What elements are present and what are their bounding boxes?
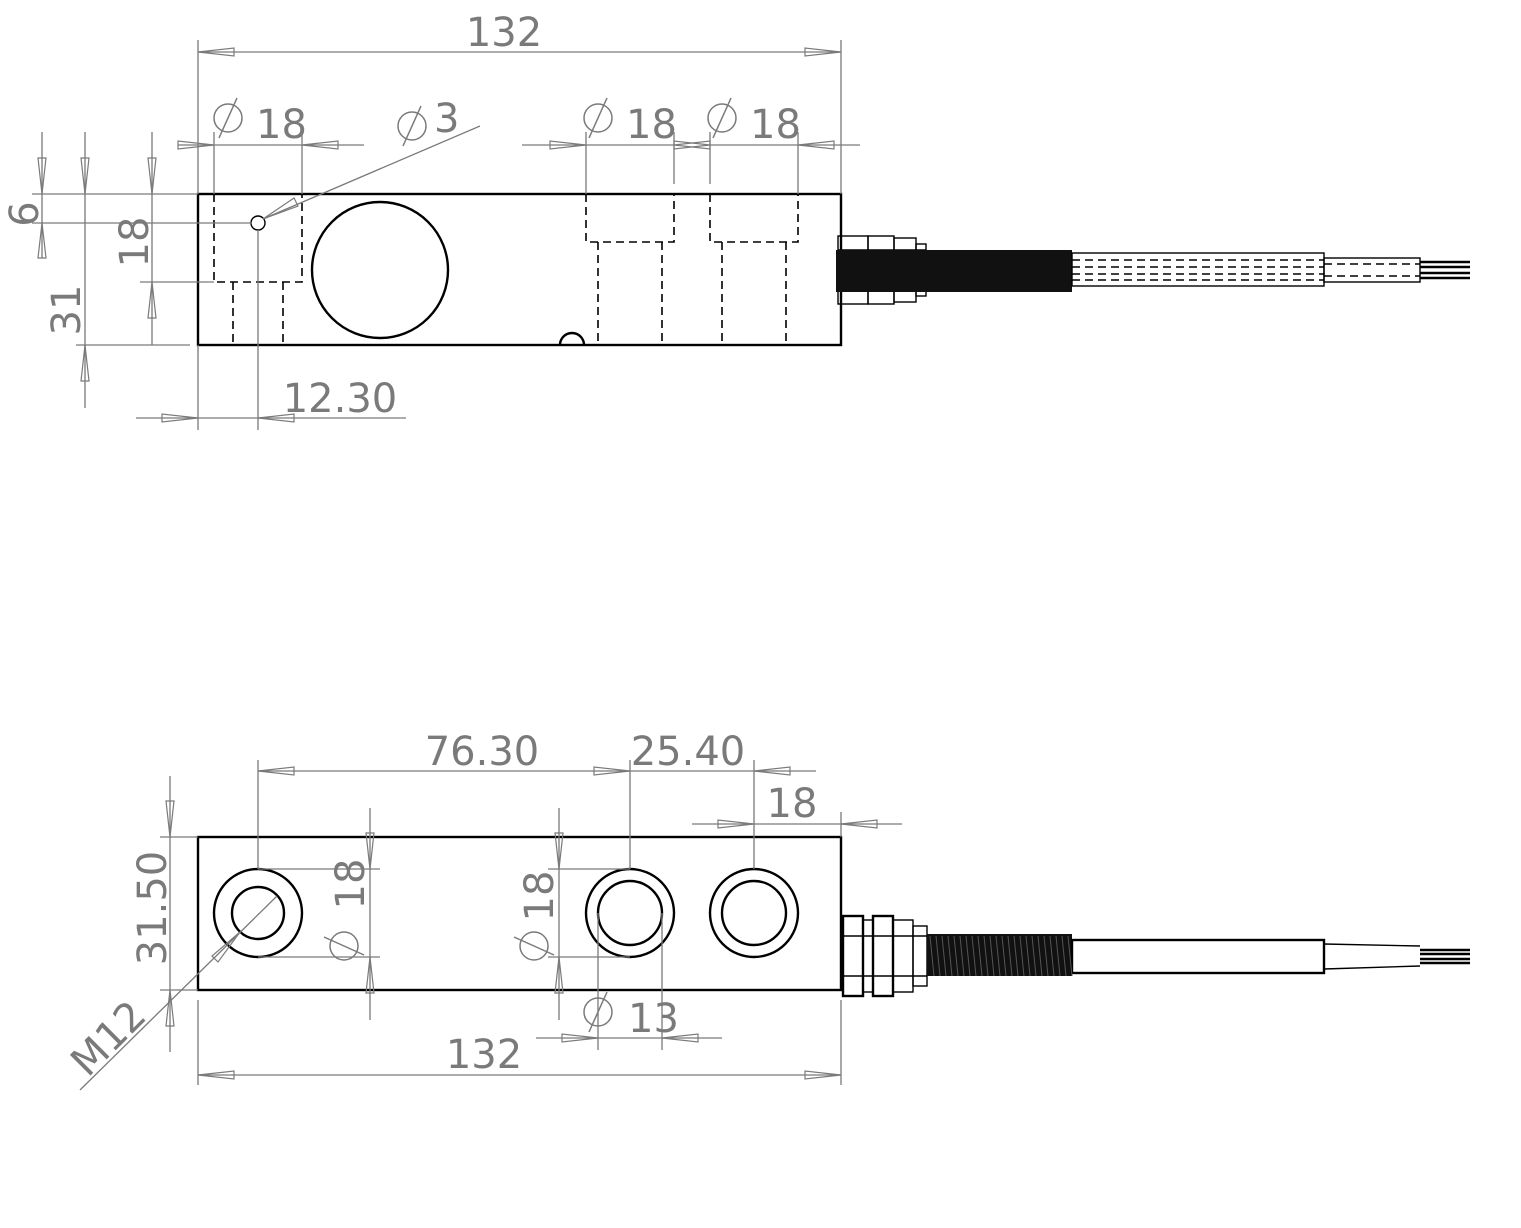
pin-hole-circle (250, 215, 266, 231)
thread-line (1019, 935, 1025, 977)
top-cable-jacket (1071, 252, 1421, 287)
dim-top-pin-hole: 3 (262, 96, 481, 220)
dim-top-pin-hole-text: 3 (434, 96, 459, 142)
thread-line (1007, 935, 1013, 977)
dim-bottom-thread-text: M12 (62, 992, 155, 1085)
thread-line (983, 935, 989, 977)
counterbore-hole-right (708, 867, 800, 959)
thread-line (1067, 935, 1073, 977)
hidden-counterbore-mid (585, 194, 675, 345)
thread-line (995, 935, 1001, 977)
dim-top-hole-mid: 18 (522, 97, 711, 194)
dim-bottom-bore-text: 13 (628, 996, 679, 1042)
dim-top-height-18-text: 18 (112, 217, 158, 268)
dim-top-hole-right-text: 18 (750, 102, 801, 148)
dim-bottom-hole-pitch-text: 25.40 (631, 729, 746, 775)
thread-line (1049, 935, 1055, 977)
dim-top-overall-length-text: 132 (466, 10, 542, 56)
thread-line (959, 935, 965, 977)
diameter-icon (583, 97, 613, 139)
diameter-icon (397, 105, 427, 147)
bottom-cable-jacket (1070, 938, 1326, 975)
dim-top-hole-right: 18 (673, 97, 860, 194)
thread-line (1043, 935, 1049, 977)
thread-line (1031, 935, 1037, 977)
dim-top-height-18: 18 (112, 132, 214, 345)
dim-bottom-bore: 13 (536, 913, 722, 1050)
thread-hatch (929, 935, 1073, 977)
thread-line (971, 935, 977, 977)
bottom-view: 76.30 25.40 18 31.50 (62, 729, 1470, 1091)
top-cable-wires (1420, 260, 1470, 280)
bottom-notch (558, 331, 586, 346)
dim-bottom-height-text: 31.50 (130, 851, 176, 966)
dim-bottom-counterbore-left-text: 18 (328, 859, 374, 910)
thread-line (1061, 935, 1067, 977)
dim-top-overall-length: 132 (197, 10, 842, 194)
dim-bottom-edge-offset-text: 18 (767, 781, 818, 827)
thread-line (953, 935, 959, 977)
dim-bottom-overall-length-text: 132 (446, 1032, 522, 1078)
thread-line (929, 935, 935, 977)
dim-bottom-hole-spacing: 76.30 (257, 729, 631, 869)
thread-line (1013, 935, 1019, 977)
thread-line (1001, 935, 1007, 977)
dim-top-height-31: 31 (44, 132, 190, 408)
dim-bottom-counterbore-left: 18 (258, 808, 380, 1020)
bottom-cable-wires (1323, 943, 1470, 970)
dim-top-hole-left: 18 (177, 97, 364, 194)
dim-bottom-edge-offset: 18 (692, 781, 902, 837)
hidden-counterbore-right (709, 194, 799, 345)
thread-line (1037, 935, 1043, 977)
diameter-icon (513, 931, 555, 961)
dim-top-hole-mid-text: 18 (626, 102, 677, 148)
threaded-hole-left (212, 867, 304, 959)
dim-top-offset: 12.30 (136, 230, 406, 430)
top-view: 132 18 3 18 (2, 10, 1470, 430)
thread-line (947, 935, 953, 977)
counterbore-hole-mid (584, 867, 676, 959)
diameter-icon (213, 97, 243, 139)
diameter-icon (707, 97, 737, 139)
bottom-body-outline (196, 835, 843, 992)
dim-bottom-hole-pitch: 25.40 (630, 729, 816, 869)
dim-top-height-6: 6 (2, 132, 252, 259)
diameter-icon (583, 991, 613, 1033)
dim-bottom-hole-spacing-text: 76.30 (425, 729, 540, 775)
large-bore-circle (310, 200, 450, 340)
bottom-cable-gland (841, 914, 928, 998)
diameter-icon (323, 931, 365, 961)
dim-top-height-6-text: 6 (2, 201, 48, 226)
thread-line (941, 935, 947, 977)
thread-line (989, 935, 995, 977)
dim-bottom-counterbore-mid: 18 (513, 808, 630, 1020)
top-cable-gland (836, 235, 1072, 305)
dim-top-height-31-text: 31 (44, 285, 90, 336)
dim-bottom-overall-length: 132 (197, 1000, 842, 1085)
top-body-outline (196, 192, 843, 347)
thread-line (977, 935, 983, 977)
thread-line (935, 935, 941, 977)
dim-bottom-height: 31.50 (130, 776, 198, 1052)
dim-top-offset-text: 12.30 (283, 376, 398, 422)
dim-bottom-counterbore-mid-text: 18 (517, 871, 563, 922)
thread-line (1055, 935, 1061, 977)
thread-line (1025, 935, 1031, 977)
dim-top-hole-left-text: 18 (256, 102, 307, 148)
thread-line (965, 935, 971, 977)
